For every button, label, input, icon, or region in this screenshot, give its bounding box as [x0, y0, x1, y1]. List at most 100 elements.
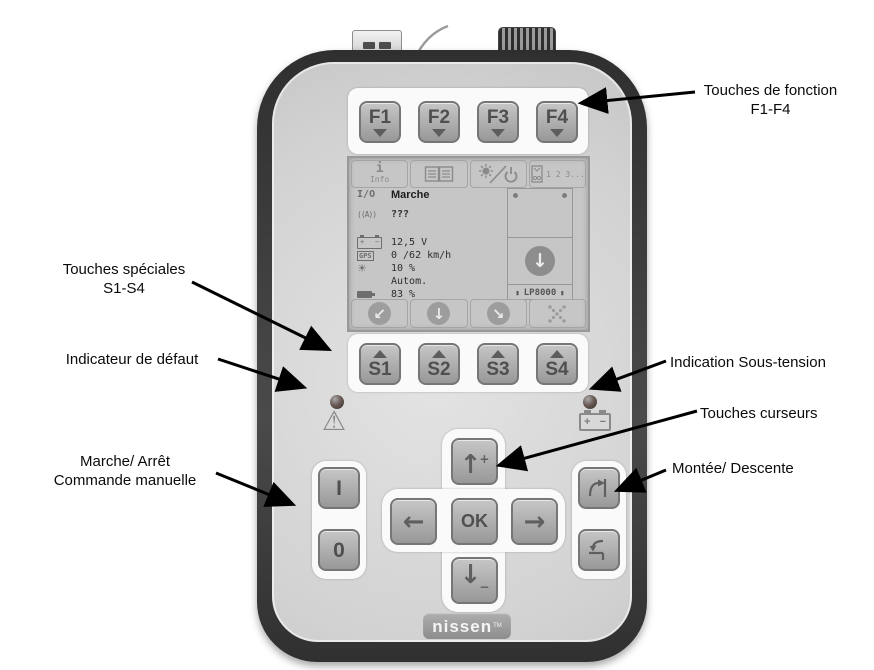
- menu-softkey: [410, 160, 468, 188]
- gps-icon: GPS: [357, 250, 374, 261]
- brand-name: nissen: [432, 616, 493, 636]
- ok-button[interactable]: OK: [451, 498, 498, 545]
- diag-down-left-icon: ↙: [368, 302, 392, 325]
- battery-level-value: 83 %: [391, 289, 416, 300]
- key-s2-label: S2: [427, 358, 451, 380]
- down-arrow-icon: ↓: [427, 302, 451, 325]
- power-on-label: I: [336, 476, 342, 500]
- annotation-cursor-keys: Touches curseurs: [700, 405, 818, 422]
- screen-softkey-row-bottom: ↙ ↓ ↘: [351, 299, 586, 328]
- key-s1-label: S1: [368, 358, 392, 380]
- key-s4-label: S4: [545, 358, 569, 380]
- machine-status-panel: ↓ ▮ LP8000 ▮: [507, 188, 573, 300]
- down-arrow-icon: ↓: [459, 559, 482, 590]
- battery-level-icon: [357, 291, 391, 298]
- softkey-cross: [528, 299, 586, 328]
- book-icon: [424, 166, 454, 182]
- counter-softkey: 1 2 3...: [528, 160, 586, 188]
- lower-icon: [589, 539, 605, 560]
- down-triangle-icon: [432, 128, 446, 137]
- info-softkey: i Info: [351, 160, 409, 188]
- machine-icon: [531, 165, 543, 183]
- power-off-label: 0: [333, 538, 345, 562]
- signal-value: ???: [391, 209, 410, 220]
- status-row-speed: GPS 0 /62 km/h: [357, 249, 451, 262]
- screen-softkey-row-top: i Info: [351, 160, 586, 188]
- brightness-power-softkey: [469, 160, 527, 188]
- plus-label: +: [479, 451, 490, 466]
- power-state-value: Marche: [391, 188, 430, 201]
- trademark-symbol: TM: [493, 623, 502, 629]
- softkey-arrow-down: ↓: [410, 299, 468, 328]
- special-key-panel: S1 S2 S3 S4: [348, 334, 588, 392]
- minus-label: −: [479, 579, 490, 594]
- raise-button[interactable]: [578, 467, 620, 509]
- corner-dot: [513, 193, 518, 198]
- key-f4[interactable]: F4: [536, 101, 578, 143]
- key-f3[interactable]: F3: [477, 101, 519, 143]
- key-s3-label: S3: [486, 358, 510, 380]
- down-triangle-icon: [550, 128, 564, 137]
- end-mark-icon: ▮: [515, 288, 520, 297]
- io-icon: I/O: [357, 189, 376, 200]
- fault-led: [330, 395, 344, 409]
- cursor-down-button[interactable]: ↓−: [451, 557, 498, 604]
- undervoltage-led: [583, 395, 597, 409]
- status-row-voltage: +− 12,5 V: [357, 234, 428, 249]
- brand-logo: nissen TM: [423, 613, 511, 639]
- brightness-power-icon: [479, 164, 518, 184]
- down-triangle-icon: [491, 128, 505, 137]
- diag-down-right-icon: ↘: [486, 302, 510, 325]
- cursor-right-button[interactable]: →: [511, 498, 558, 545]
- ok-label: OK: [461, 511, 488, 531]
- key-f2-label: F2: [427, 106, 451, 128]
- machine-direction: ↓: [508, 238, 572, 285]
- power-on-button[interactable]: I: [318, 467, 360, 509]
- warning-triangle-icon: ⚠: [322, 406, 347, 437]
- annotation-fault-indicator: Indicateur de défaut: [65, 351, 199, 368]
- down-arrow-circle-icon: ↓: [525, 246, 555, 276]
- voltage-value: 12,5 V: [391, 237, 428, 248]
- machine-frame: [508, 189, 572, 238]
- status-row-brightness: ☀ 10 %: [357, 262, 415, 275]
- speed-value: 0 /62 km/h: [391, 250, 452, 261]
- battery-outline-icon: +−: [357, 234, 391, 249]
- machine-label: LP8000: [523, 287, 557, 298]
- connector-slot: [363, 41, 375, 49]
- annotation-up-down: Montée/ Descente: [672, 460, 794, 477]
- machine-label-row: ▮ LP8000 ▮: [508, 285, 572, 300]
- key-s2[interactable]: S2: [418, 343, 460, 385]
- antenna-icon: ((A)): [357, 210, 377, 219]
- info-icon: i: [375, 161, 384, 176]
- cursor-up-button[interactable]: ↑+: [451, 438, 498, 485]
- right-arrow-icon: →: [523, 506, 546, 537]
- key-f3-label: F3: [486, 106, 510, 128]
- status-row-power: I/O Marche: [357, 188, 430, 201]
- key-f1[interactable]: F1: [359, 101, 401, 143]
- annotation-on-off: Marche/ Arrêt Commande manuelle: [53, 453, 197, 489]
- counter-label: 1 2 3...: [546, 169, 585, 179]
- function-key-panel: F1 F2 F3 F4: [348, 88, 588, 154]
- left-arrow-icon: ←: [402, 506, 425, 537]
- lower-button[interactable]: [578, 529, 620, 571]
- softkey-arrow-down-left: ↙: [351, 299, 409, 328]
- key-f4-label: F4: [545, 106, 569, 128]
- key-s4[interactable]: S4: [536, 343, 578, 385]
- key-s3[interactable]: S3: [477, 343, 519, 385]
- up-triangle-icon: [432, 349, 446, 358]
- status-row-battery: 83 %: [357, 288, 415, 301]
- up-triangle-icon: [491, 349, 505, 358]
- up-triangle-icon: [550, 349, 564, 358]
- cursor-left-button[interactable]: ←: [390, 498, 437, 545]
- raise-icon: [588, 479, 607, 497]
- power-off-button[interactable]: 0: [318, 529, 360, 571]
- annotation-special-keys: Touches spéciales S1-S4: [62, 261, 186, 297]
- key-s1[interactable]: S1: [359, 343, 401, 385]
- info-label: Info: [369, 175, 390, 184]
- brightness-icon: ☀: [357, 262, 367, 275]
- device-face: F1 F2 F3 F4: [272, 62, 632, 642]
- key-f1-label: F1: [368, 106, 392, 128]
- key-f2[interactable]: F2: [418, 101, 460, 143]
- annotation-undervoltage: Indication Sous-tension: [670, 354, 826, 371]
